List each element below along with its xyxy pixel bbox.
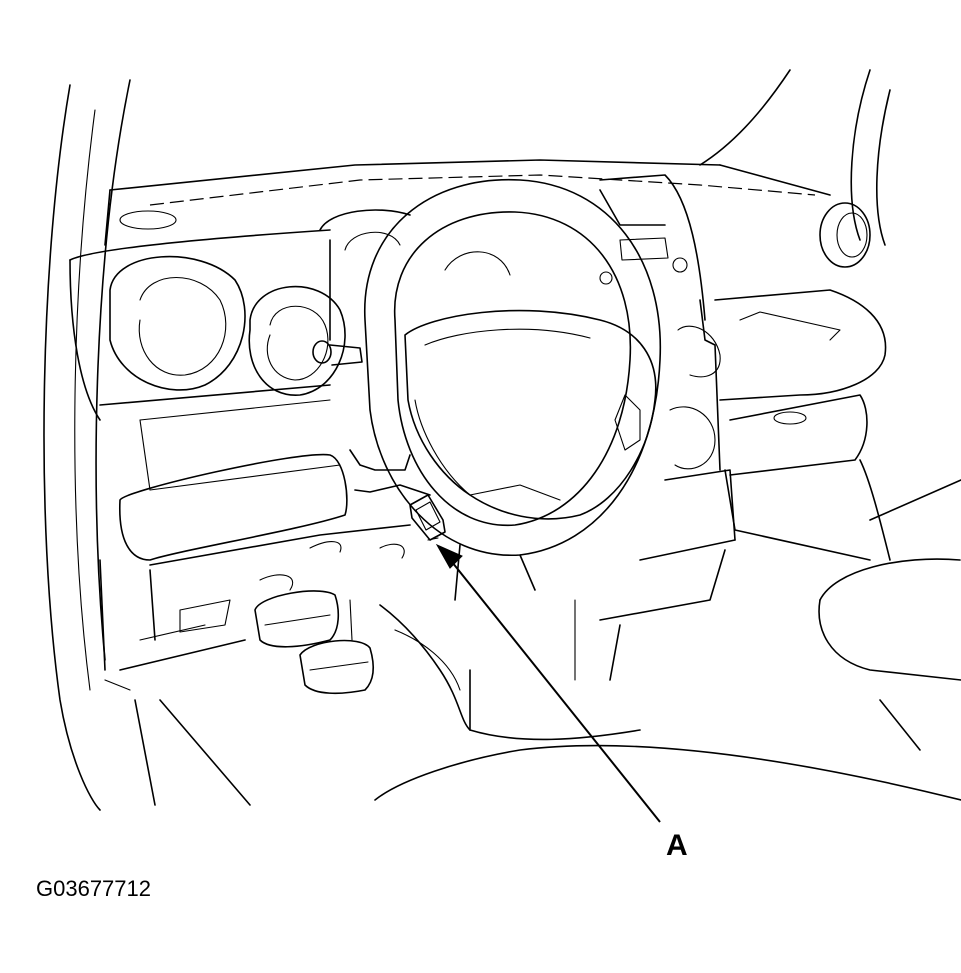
steering-wheel xyxy=(364,178,662,601)
arrow-head-icon xyxy=(435,543,463,569)
passenger-seat xyxy=(818,479,961,751)
left-pillar xyxy=(43,79,131,811)
knee-bolster xyxy=(99,453,411,671)
right-air-vent xyxy=(819,202,871,268)
figure-code: G03677712 xyxy=(36,876,151,901)
defroster-vent xyxy=(119,210,177,230)
instrument-cluster xyxy=(319,209,511,341)
windshield-edge xyxy=(109,69,831,206)
dashboard-upper xyxy=(69,189,341,491)
center-left-air-vent xyxy=(248,285,346,396)
callout-a-leader xyxy=(435,543,661,823)
callout-a-label: A xyxy=(666,829,688,862)
brake-pedal xyxy=(254,590,340,648)
headlight-switch-knob xyxy=(312,340,363,366)
right-pillar xyxy=(850,69,891,246)
accelerator-pedal xyxy=(299,599,375,695)
left-air-vent xyxy=(109,255,246,391)
right-dashboard xyxy=(714,289,891,561)
center-stack xyxy=(574,174,736,681)
column-cover xyxy=(349,449,431,496)
floor xyxy=(104,604,961,806)
connector xyxy=(409,494,446,541)
